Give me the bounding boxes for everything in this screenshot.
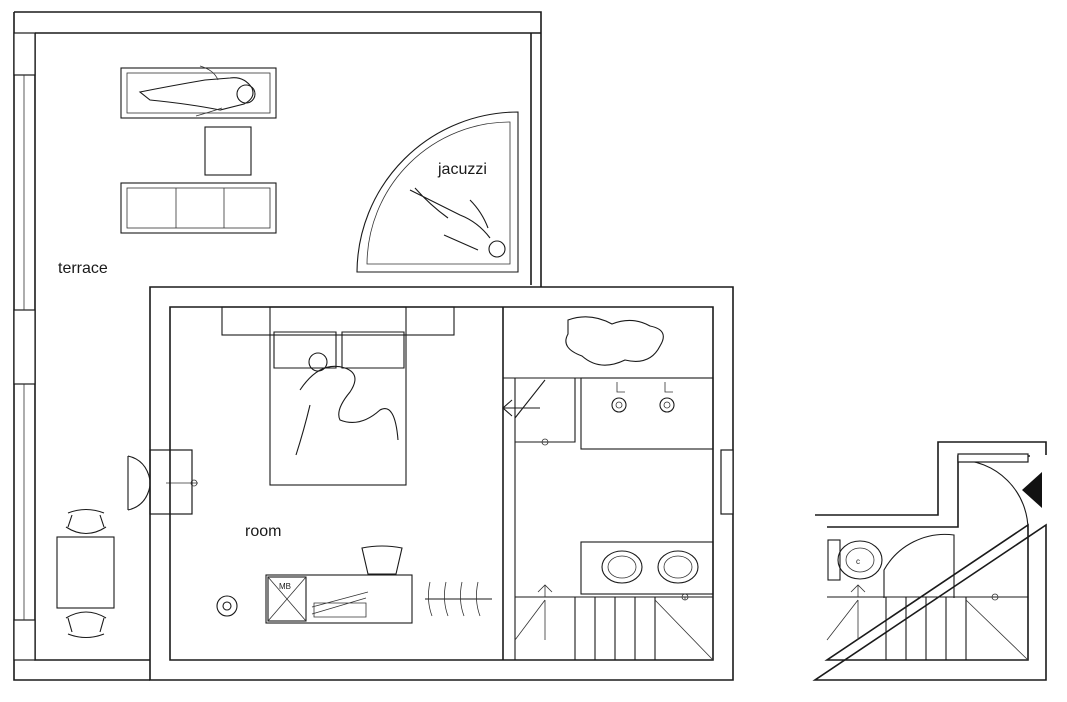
sink-icon (580, 541, 714, 595)
cabinet-mark: MB (279, 582, 291, 591)
door-arrow-icon (502, 399, 540, 417)
sun-lounger-empty (120, 182, 277, 234)
room-inner-wall (169, 306, 714, 661)
toilet-icon: c (827, 539, 883, 581)
terrace-door[interactable] (127, 449, 198, 515)
clothes-rail (425, 581, 492, 617)
double-bed (221, 306, 455, 486)
staircase (514, 584, 714, 661)
person-figure-icon (409, 187, 506, 258)
wc-staircase (826, 584, 1029, 661)
shower-taps (611, 382, 675, 413)
terrace-window-left (13, 309, 36, 385)
wc-door[interactable] (957, 459, 1029, 531)
terrace-pillar-top (13, 32, 36, 76)
dining-set (56, 508, 115, 639)
person-figure-icon (295, 352, 399, 456)
terrace-pillar-bottom (13, 619, 36, 661)
terrace-label: terrace (58, 260, 108, 277)
bathroom (502, 316, 734, 661)
room-block: room MB (149, 286, 734, 681)
round-stool (216, 595, 238, 617)
room-outer-wall (149, 286, 734, 681)
svg-text:c: c (856, 557, 860, 566)
wc-block: c (812, 441, 1047, 681)
sun-lounger-occupied (120, 65, 277, 119)
door-arrow-icon (1022, 472, 1042, 508)
desk-unit: MB (265, 545, 413, 624)
shower (580, 377, 714, 450)
wc-outer-wall (812, 441, 1047, 681)
jacuzzi-tub (356, 111, 519, 273)
side-table (204, 126, 252, 176)
terrace-area: jacuzzi terrace (13, 11, 542, 681)
room-label: room (245, 523, 281, 540)
terrace-inner-wall (34, 32, 541, 661)
jacuzzi-label: jacuzzi (437, 161, 487, 178)
terrace-outer-wall (13, 11, 542, 681)
rug (565, 316, 664, 366)
room-window-right (720, 449, 734, 515)
